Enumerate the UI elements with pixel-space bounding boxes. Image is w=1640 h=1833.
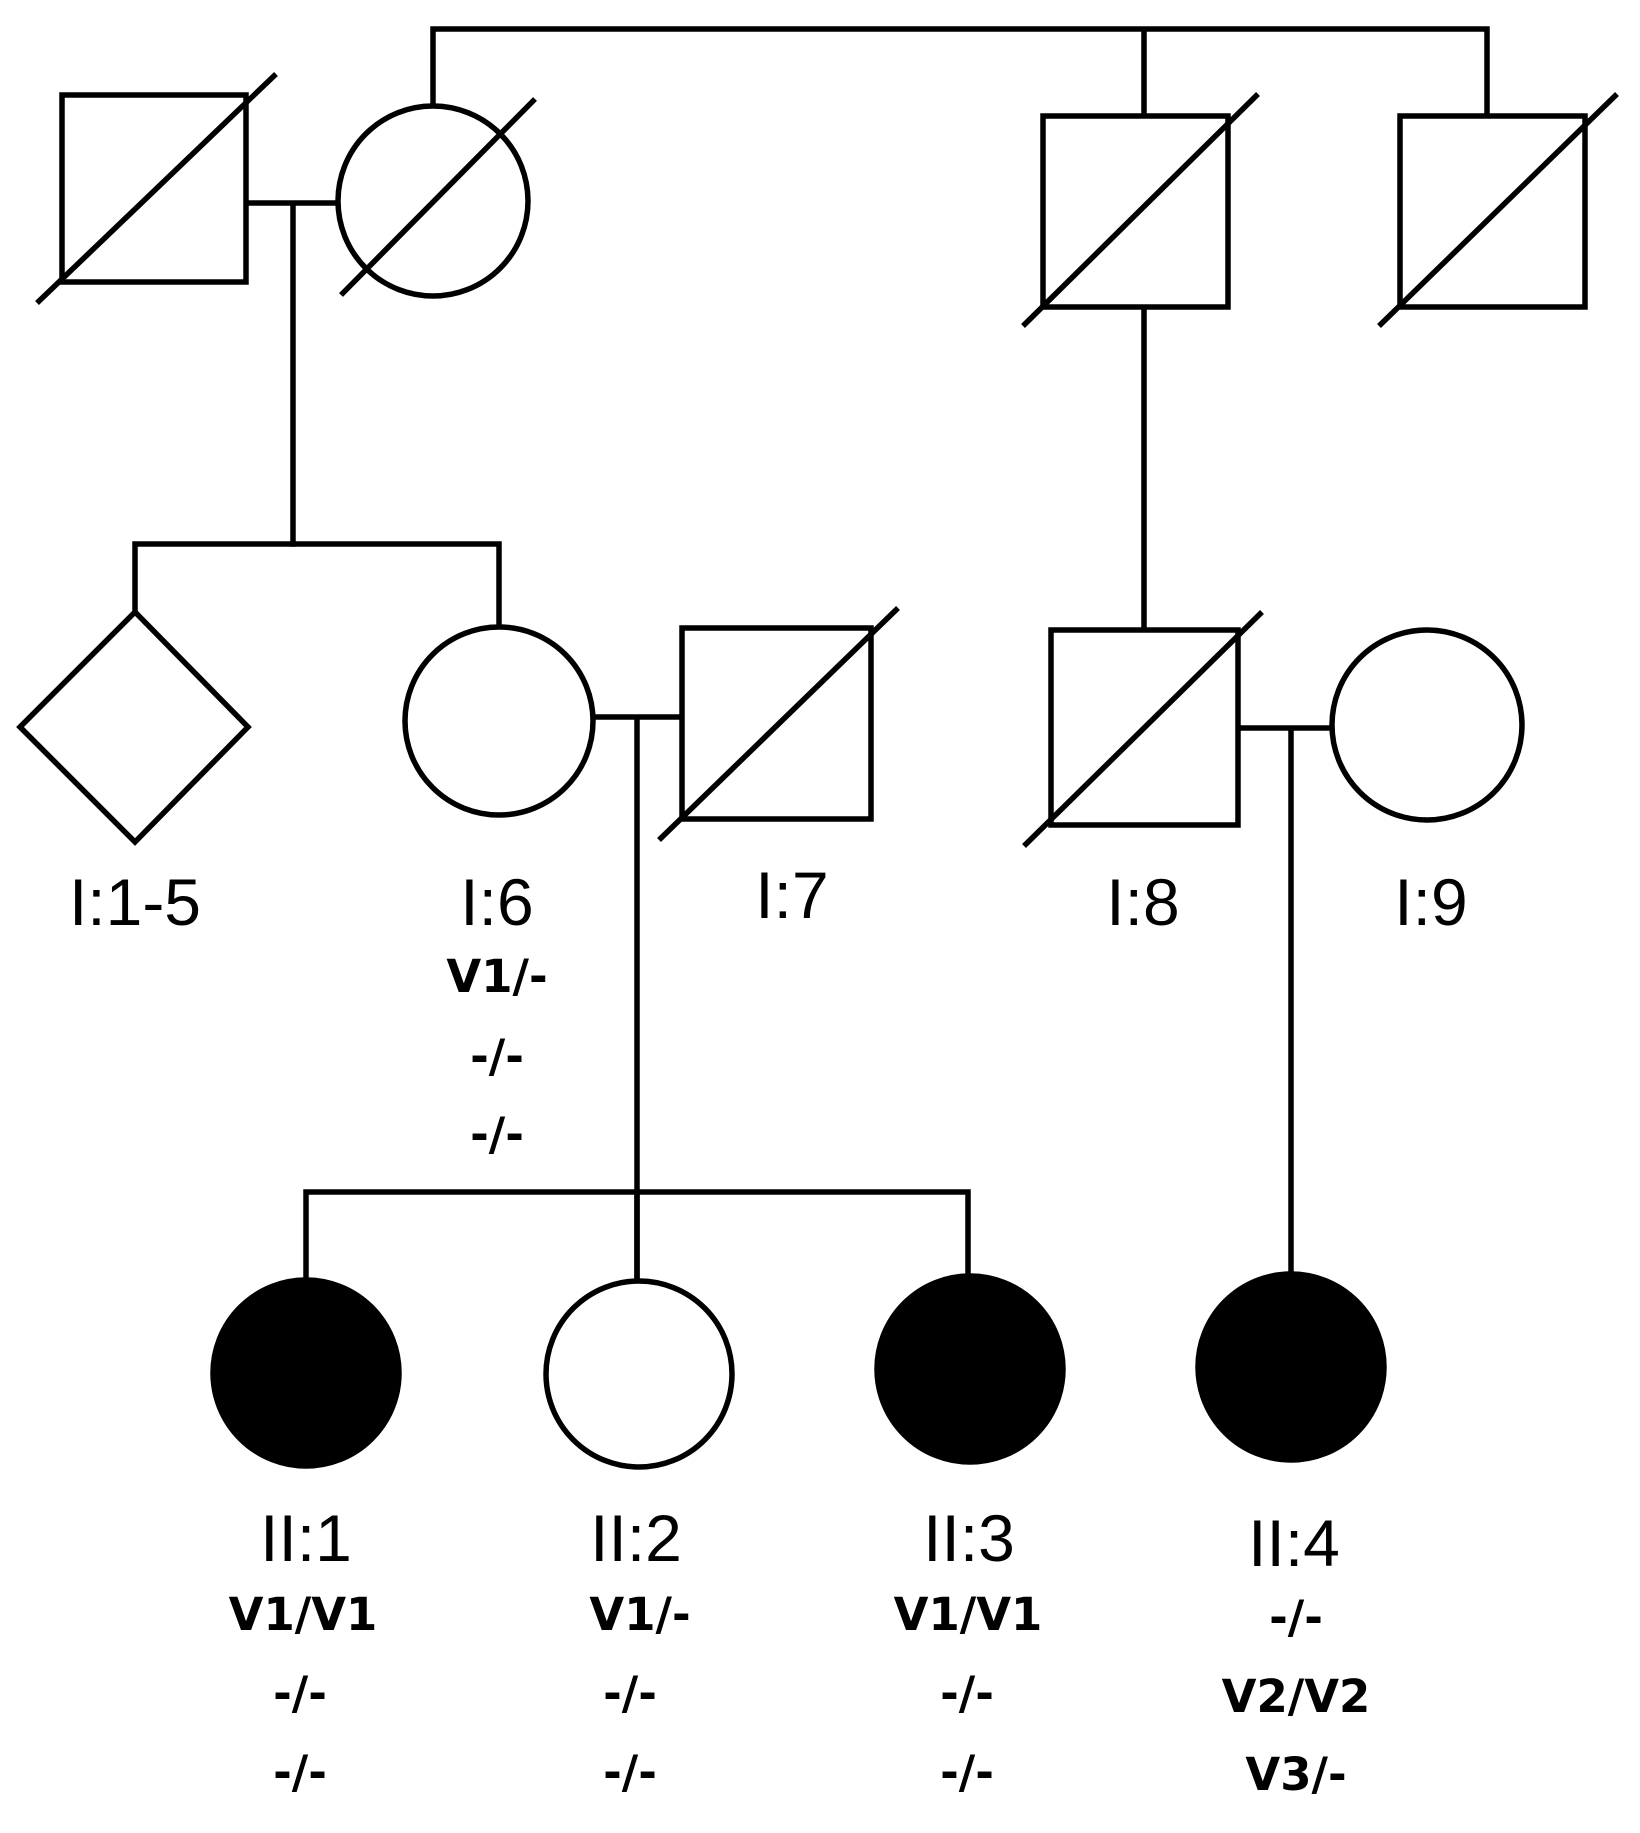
label-I-1-5: I:1-5 (69, 865, 201, 939)
grandmother-symbol (335, 97, 537, 299)
marriage-line-I6-I7 (590, 714, 685, 1285)
genotype-II-4-1: -/- (1269, 1591, 1323, 1644)
genotype-I-6-2: -/- (470, 1030, 524, 1083)
I-8-symbol (1022, 610, 1264, 848)
individual-labels: I:1-5 I:6 I:7 I:8 I:9 II:1 II:2 II:3 II:… (69, 858, 1468, 1580)
pedigree-lines (132, 26, 1490, 1285)
label-I-7: I:7 (755, 858, 828, 932)
marriage-line-I8-I9 (1235, 725, 1335, 1277)
I-6-symbol (402, 624, 596, 818)
II-3-symbol (874, 1273, 1066, 1465)
II-1-symbol (210, 1277, 402, 1469)
label-II-3: II:3 (923, 1501, 1015, 1575)
label-I-9: I:9 (1394, 865, 1467, 939)
label-II-1: II:1 (260, 1501, 352, 1575)
sibship-line-gen1-left (132, 541, 502, 629)
genotype-II-2-1: V1/- (589, 1588, 690, 1641)
genotype-II-1-3: -/- (273, 1746, 327, 1799)
genotype-II-2-3: -/- (603, 1746, 657, 1799)
label-I-8: I:8 (1106, 865, 1179, 939)
genotype-II-1-1: V1/V1 (229, 1588, 378, 1641)
brother-b-symbol (1377, 92, 1619, 328)
genotype-II-3-2: -/- (940, 1667, 994, 1720)
I-7-symbol (657, 606, 900, 842)
genotype-II-3-1: V1/V1 (894, 1588, 1043, 1641)
genotype-II-1-2: -/- (273, 1667, 327, 1720)
brother-a-symbol (1021, 92, 1260, 328)
II-4-symbol (1195, 1271, 1387, 1463)
genotype-I-6-3: -/- (470, 1108, 524, 1161)
marriage-line-grandparents (243, 200, 341, 547)
genotype-II-2-2: -/- (603, 1667, 657, 1720)
I-9-symbol (1329, 627, 1525, 823)
grandfather-symbol (35, 72, 278, 305)
label-II-4: II:4 (1248, 1506, 1340, 1580)
genotype-II-4-2: V2/V2 (1222, 1670, 1371, 1723)
genotype-I-6-1: V1/- (446, 950, 547, 1003)
sibship-line-top (430, 26, 1490, 119)
I-1-5-symbol (16, 608, 252, 846)
genotype-II-4-3: V3/- (1245, 1748, 1346, 1801)
label-I-6: I:6 (460, 865, 533, 939)
label-II-2: II:2 (590, 1501, 682, 1575)
genotype-labels: V1/- -/- -/- V1/V1 -/- -/- V1/- -/- -/- … (229, 950, 1371, 1801)
sibship-line-gen2-left (303, 1189, 971, 1285)
II-2-symbol (543, 1278, 735, 1470)
genotype-II-3-3: -/- (940, 1746, 994, 1799)
